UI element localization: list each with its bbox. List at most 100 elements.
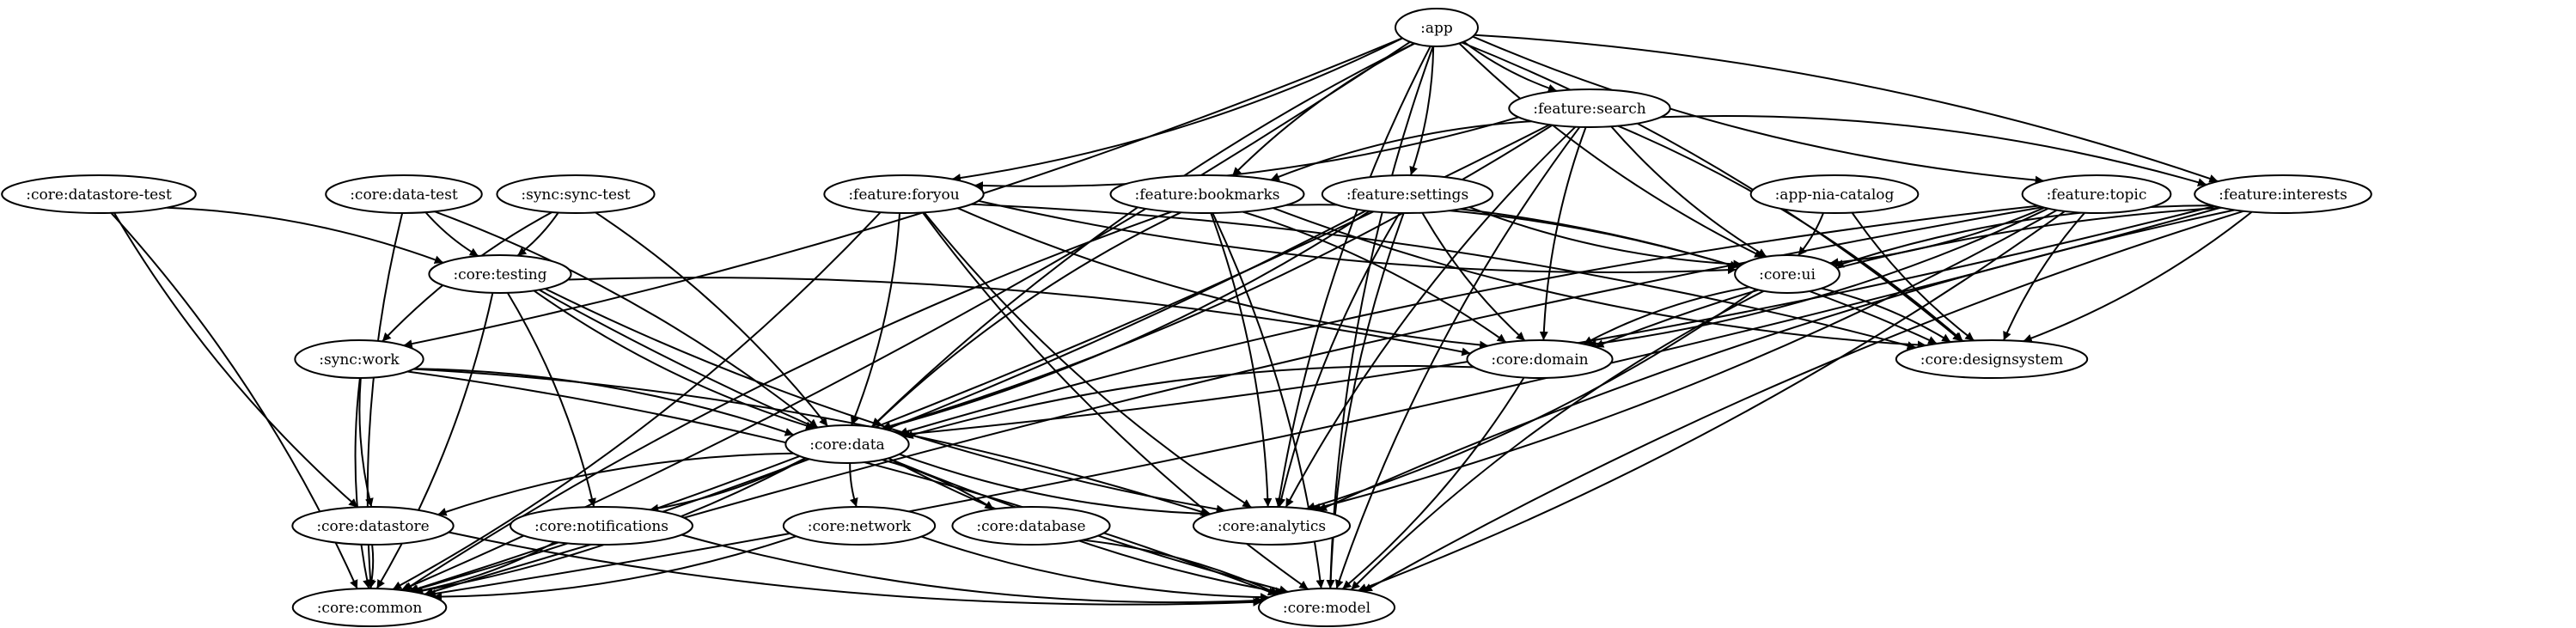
edge-feature-topic-to-core-analytics — [1311, 209, 2058, 512]
edge-sync-work-to-core-datastore — [358, 377, 374, 508]
edge-feature-topic-to-core-designsystem — [2002, 212, 2085, 341]
edge-core-datastore-to-core-model — [448, 531, 1262, 607]
node-label: :app-nia-catalog — [1775, 186, 1895, 204]
node-app: :app — [1395, 8, 1479, 47]
edge-feature-search-to-core-analytics — [1285, 125, 1577, 508]
edge-core-datastore-to-core-common — [368, 544, 376, 589]
edge-feature-interests-to-core-data — [900, 204, 2215, 439]
node-ellipse — [782, 506, 937, 546]
node-label: :core:common — [317, 600, 423, 617]
edge-feature-bookmarks-to-core-designsystem — [1273, 207, 1926, 350]
node-sync-work: :sync:work — [294, 339, 424, 379]
edge-core-data-to-core-network — [849, 462, 858, 508]
node-label: :feature:topic — [2047, 186, 2147, 204]
edge-app-to-feature-foryou — [951, 37, 1403, 183]
edge-core-testing-to-core-model — [539, 289, 1289, 594]
edge-core-notifications-to-core-model — [681, 533, 1264, 606]
node-ellipse — [1395, 8, 1479, 47]
node-label: :feature:foryou — [848, 186, 959, 204]
edge-feature-bookmarks-to-core-analytics — [1210, 212, 1273, 508]
edge-sync-work-to-core-analytics — [413, 368, 1210, 516]
edge-app-to-feature-topic — [1472, 35, 2044, 185]
node-core-domain: :core:domain — [1466, 339, 1614, 379]
edge-feature-search-to-core-ui — [1610, 125, 1767, 258]
node-ellipse — [823, 174, 985, 214]
edge-feature-foryou-to-core-analytics — [923, 211, 1252, 509]
edge-core-data-to-core-database — [882, 459, 994, 510]
edge-feature-foryou-to-core-ui — [978, 199, 1737, 275]
edge-app-to-core-model — [1326, 46, 1434, 589]
node-label: :core:designsystem — [1920, 351, 2063, 369]
node-label: :core:analytics — [1218, 518, 1326, 535]
edge-core-data-to-core-analytics — [899, 453, 1211, 518]
node-label: :app — [1420, 20, 1453, 37]
node-ellipse — [1, 174, 197, 214]
node-ellipse — [325, 174, 483, 214]
edge-feature-interests-to-core-model — [1363, 210, 2244, 593]
node-feature-settings: :feature:settings — [1321, 174, 1494, 214]
node-core-network: :core:network — [782, 506, 937, 546]
node-ellipse — [1508, 88, 1671, 128]
edge-app-to-feature-bookmarks — [1231, 42, 1415, 177]
edge-feature-interests-to-core-ui — [1834, 204, 2213, 268]
node-label: :core:model — [1283, 600, 1370, 617]
node-feature-topic: :feature:topic — [2021, 174, 2172, 214]
node-label: :core:database — [976, 518, 1085, 535]
node-ellipse — [1466, 339, 1614, 379]
edge-app-nia-catalog-to-core-designsystem — [1851, 211, 1975, 342]
edge-feature-settings-to-core-designsystem — [1460, 208, 1938, 344]
node-feature-bookmarks: :feature:bookmarks — [1109, 174, 1305, 214]
edge-core-ui-to-core-designsystem — [1821, 287, 1951, 343]
edge-feature-topic-to-core-model — [1358, 210, 2066, 592]
edge-feature-foryou-to-core-designsystem — [971, 203, 1916, 350]
edge-feature-interests-to-core-common — [426, 206, 2221, 598]
edge-feature-foryou-to-core-domain — [957, 207, 1489, 350]
edge-app-to-sync-work — [403, 37, 1403, 349]
edge-app-to-feature-search — [1462, 40, 1558, 93]
edge-sync-work-to-core-common — [354, 377, 372, 589]
node-label: :core:data-test — [350, 186, 458, 204]
edge-feature-interests-to-core-domain — [1594, 206, 2222, 348]
edge-core-testing-to-core-domain — [567, 277, 1471, 357]
node-ellipse — [291, 588, 448, 627]
node-ellipse — [951, 506, 1111, 546]
node-core-data: :core:data — [784, 424, 910, 464]
edge-app-to-core-designsystem — [1461, 41, 1963, 342]
node-core-data-test: :core:data-test — [325, 174, 483, 214]
edge-core-ui-to-core-domain — [1583, 286, 1750, 345]
node-core-database: :core:database — [951, 506, 1111, 546]
edge-core-testing-to-core-data — [533, 290, 815, 430]
node-ellipse — [2194, 174, 2372, 214]
edge-sync-work-to-core-data — [414, 368, 795, 436]
edge-core-data-to-core-datastore — [437, 452, 794, 516]
edge-core-network-to-core-common — [432, 535, 797, 601]
node-label: :core:datastore-test — [26, 186, 172, 204]
edge-core-data-test-to-core-data — [434, 210, 819, 429]
edge-feature-settings-to-core-domain — [1421, 212, 1526, 342]
nodes-layer: :app :feature:search :core:datastore-test:… — [1, 8, 2372, 627]
edge-core-data-test-to-core-testing — [424, 211, 479, 257]
node-core-ui: :core:ui — [1734, 254, 1840, 294]
edge-core-ui-to-core-model — [1350, 290, 1765, 591]
node-ellipse — [2021, 174, 2172, 214]
edge-core-domain-to-core-data — [904, 364, 1474, 439]
edge-app-to-feature-interests — [1474, 34, 2219, 183]
node-label: :core:data — [809, 436, 884, 454]
node-ellipse — [1109, 174, 1305, 214]
edge-core-testing-to-core-common — [375, 292, 494, 589]
edge-core-domain-to-core-model — [1341, 376, 1525, 590]
node-ellipse — [1749, 174, 1920, 214]
node-feature-search: :feature:search — [1508, 88, 1671, 128]
edge-feature-search-to-feature-interests — [1660, 115, 2207, 187]
node-core-common: :core:common — [291, 588, 448, 627]
node-ellipse — [510, 506, 693, 546]
node-core-analytics: :core:analytics — [1192, 506, 1352, 546]
node-ellipse — [784, 424, 910, 464]
edge-feature-settings-to-core-ui — [1468, 206, 1743, 269]
node-label: :core:notifications — [534, 518, 668, 535]
edge-core-datastore-test-to-core-datastore — [113, 212, 358, 509]
edge-core-notifications-to-core-common — [413, 541, 556, 595]
edge-feature-foryou-to-core-common — [392, 211, 882, 590]
edge-feature-interests-to-core-designsystem — [2023, 210, 2253, 343]
